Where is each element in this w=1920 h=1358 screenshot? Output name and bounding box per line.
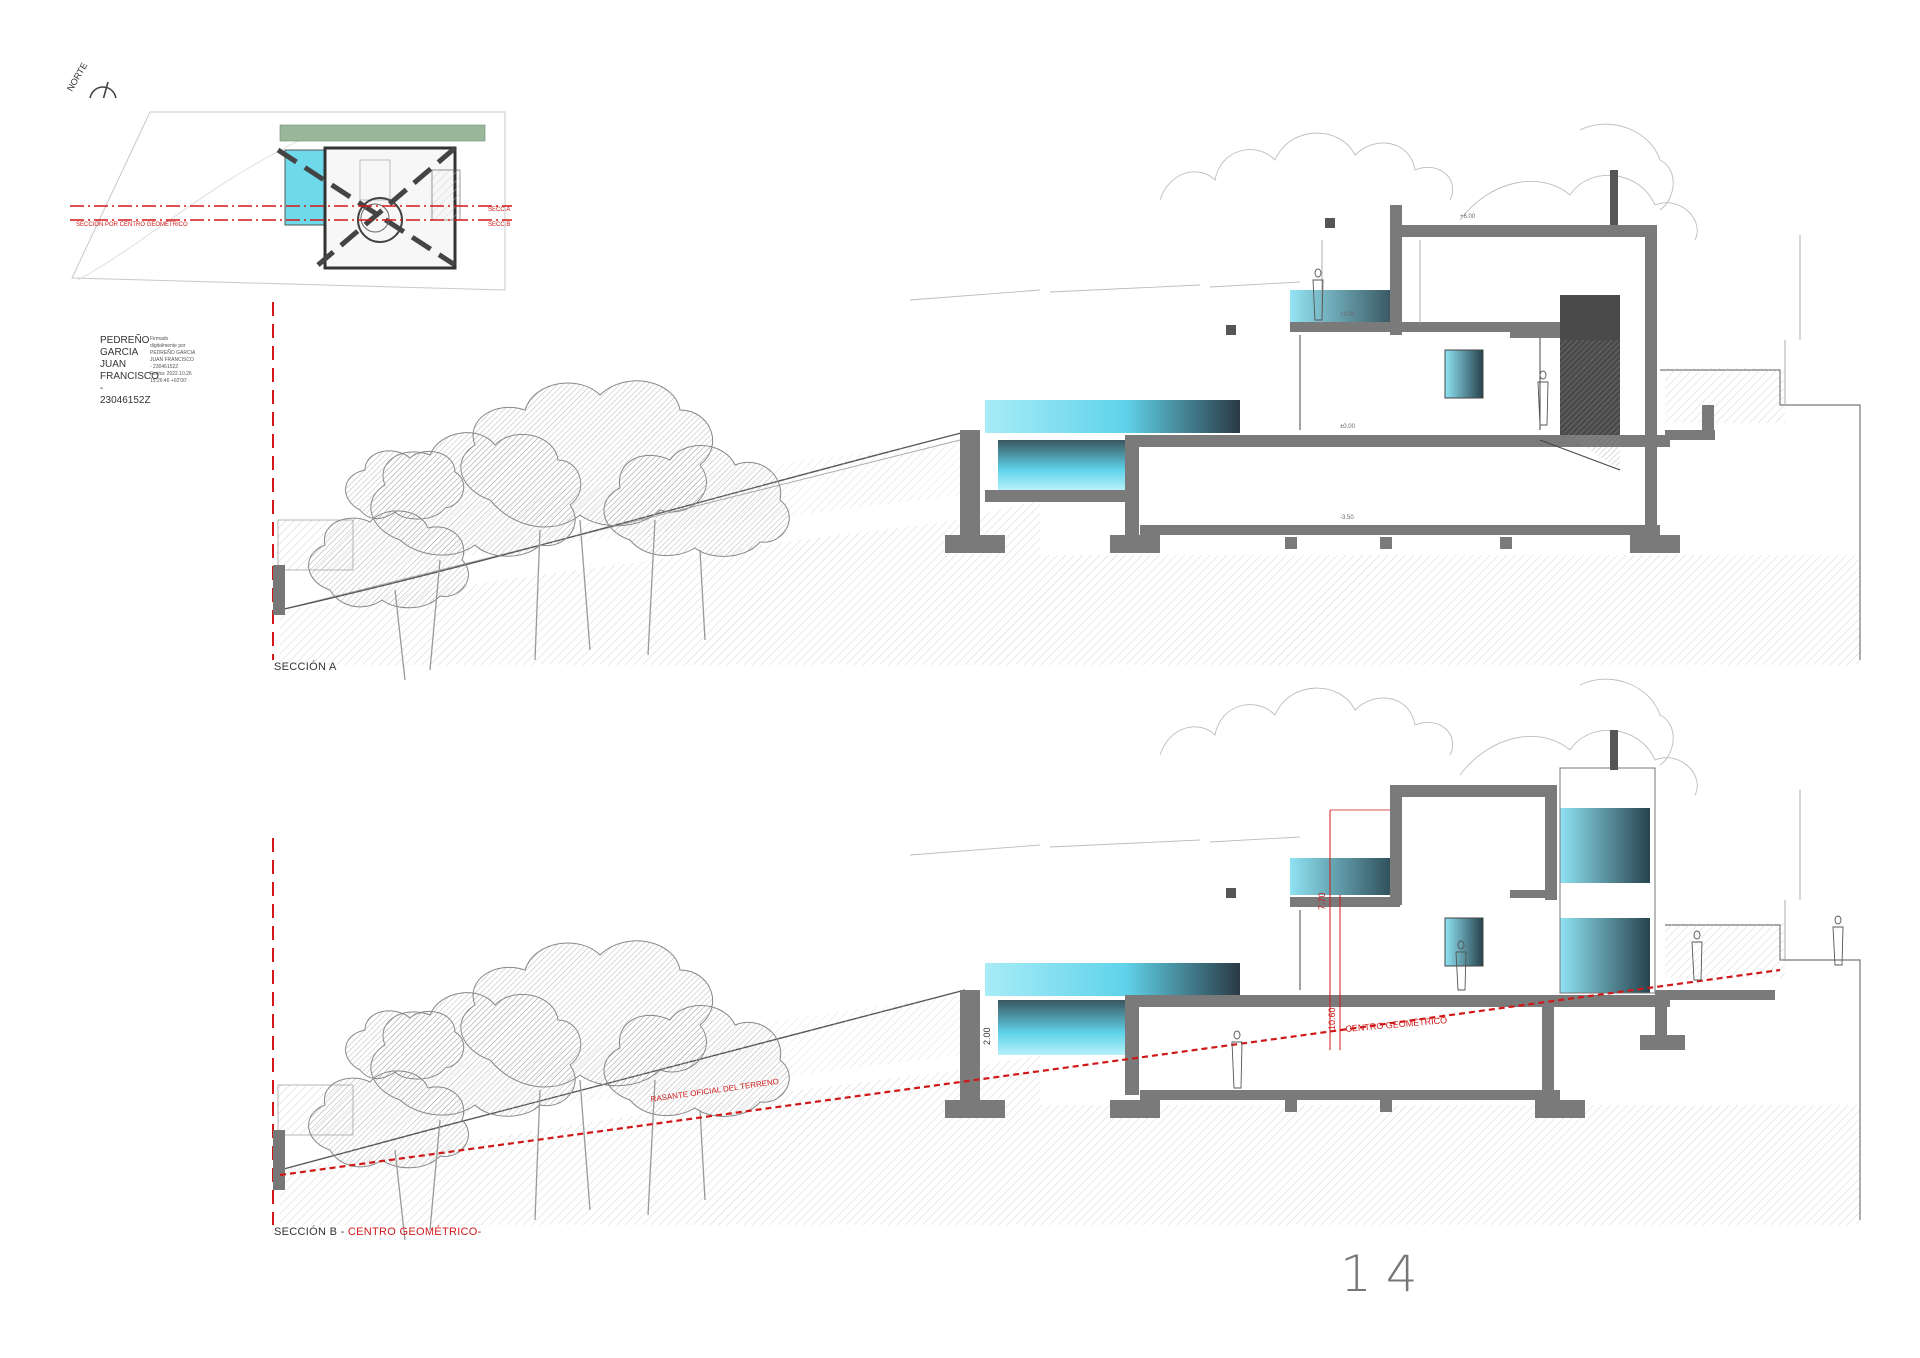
key-plan-cut-label: SECCIÓN POR CENTRO GEOMÉTRICO [76,222,188,228]
key-plan [40,81,520,303]
key-plan-section-a-label: SECC.A [488,207,511,213]
section-b-drawing [273,678,1861,1241]
level-label: +6.00 [1460,214,1476,220]
section-b-title-highlight: CENTRO GEOMÉTRICO- [347,1226,482,1238]
signature-name-line: FRANCISCO [100,371,159,382]
signature-stamp-line: JUAN FRANCISCO [150,357,194,363]
signature-stamp-line: Fecha: 2022.10.26 [150,371,192,377]
level-label: ±0.00 [1340,424,1355,430]
signature-name-line: PEDREÑO [100,335,150,346]
level-label: -3.50 [1340,515,1354,521]
signature-name-line: - 23046152Z [100,383,151,406]
section-b-title: SECCIÓN B - CENTRO GEOMÉTRICO- [274,1226,482,1238]
level-label: +3.00 [1340,312,1356,318]
key-plan-section-b-label: SECC.B [488,222,511,228]
section-a-drawing [273,123,1861,681]
page-number: 14 [1340,1245,1432,1303]
signature-stamp-line: PEDREÑO GARCIA [150,350,196,356]
signature-stamp-line: - 23046152Z [150,364,179,370]
section-b-title-prefix: SECCIÓN B - [274,1226,345,1238]
signature-stamp-line: digitalmente por [150,343,186,349]
height-dim-1: 7.70 [1317,892,1327,910]
geometric-center-lines [279,809,1781,1177]
height-dim-2: 10.60 [1327,1007,1337,1030]
signature-name-line: GARCIA [100,347,139,358]
pool-depth-dim: 2.00 [982,1027,992,1045]
signature-stamp-line: 15:26:46 +02'00' [150,378,187,384]
section-a-title: SECCIÓN A [274,661,337,673]
signature-stamp-line: Firmado [150,336,169,342]
signature-name-line: JUAN [100,359,127,370]
